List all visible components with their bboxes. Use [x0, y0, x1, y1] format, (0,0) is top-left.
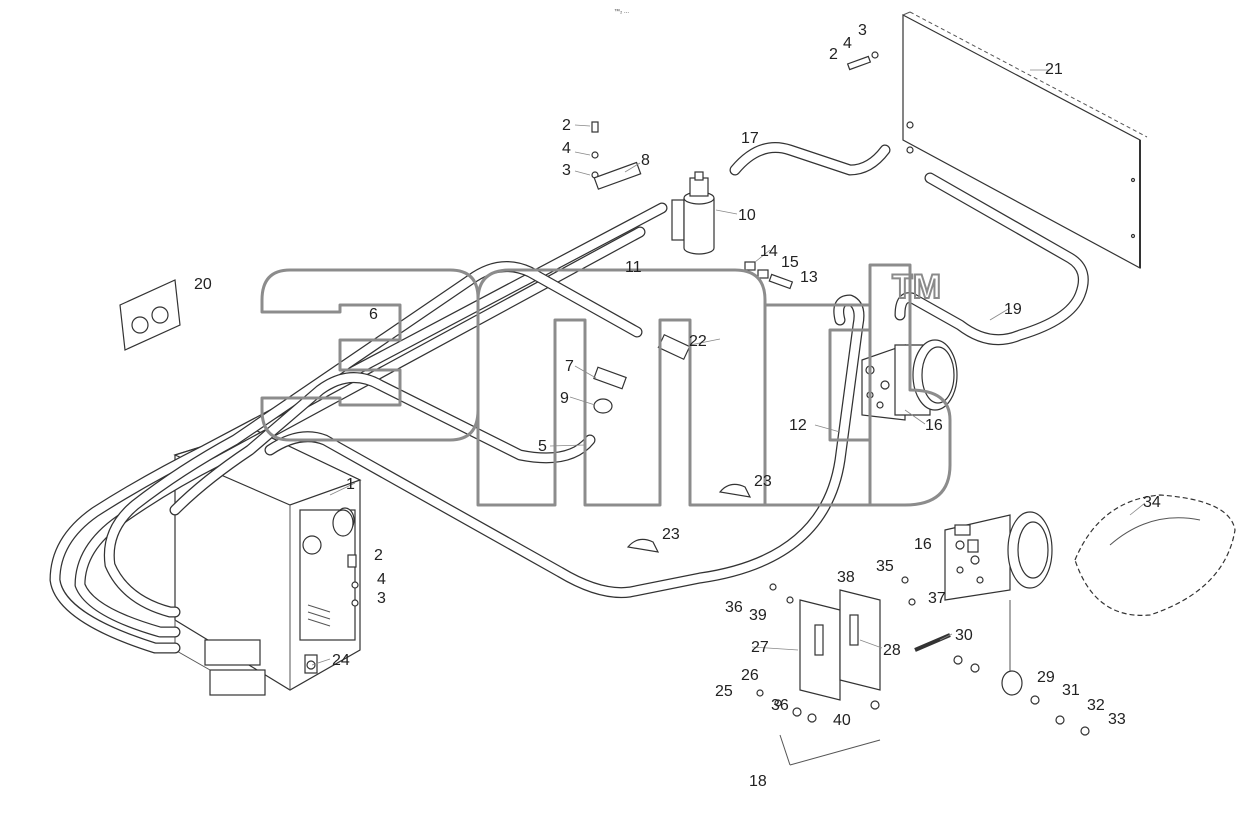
compressor-lower — [944, 511, 1053, 601]
callout-35: 35 — [876, 558, 894, 575]
callout-18: 18 — [749, 773, 767, 790]
callout-20: 20 — [194, 276, 212, 293]
callout-14: 14 — [760, 243, 778, 260]
callout-33: 33 — [1108, 711, 1126, 728]
callout-13: 13 — [800, 269, 818, 286]
callout-31: 31 — [1062, 682, 1080, 699]
callout-2: 2 — [829, 46, 838, 63]
callout-16: 16 — [925, 417, 943, 434]
callout-15: 15 — [781, 254, 799, 271]
callout-17: 17 — [741, 130, 759, 147]
condenser-panel — [902, 11, 1148, 270]
callout-28: 28 — [883, 642, 901, 659]
callout-19: 19 — [1004, 301, 1022, 318]
callout-26: 26 — [741, 667, 759, 684]
callout-24: 24 — [332, 652, 350, 669]
belt-guard — [1074, 494, 1236, 616]
callout-29: 29 — [1037, 669, 1055, 686]
callout-4: 4 — [562, 140, 571, 157]
callout-36: 36 — [725, 599, 743, 616]
callout-32: 32 — [1087, 697, 1105, 714]
callout-7: 7 — [565, 358, 574, 375]
callout-2: 2 — [562, 117, 571, 134]
callout-39: 39 — [749, 607, 767, 624]
callout-23: 23 — [662, 526, 680, 543]
callout-3: 3 — [562, 162, 571, 179]
callout-34: 34 — [1143, 494, 1161, 511]
receiver-drier — [671, 171, 715, 255]
callout-40: 40 — [833, 712, 851, 729]
header-code: ™₂ ... — [614, 8, 629, 15]
watermark-logo: TM — [260, 263, 952, 507]
small-parts — [119, 51, 879, 607]
hose-lines — [49, 142, 1089, 654]
callout-22: 22 — [689, 333, 707, 350]
callout-37: 37 — [928, 590, 946, 607]
callout-23: 23 — [754, 473, 772, 490]
compressor-upper — [861, 339, 958, 421]
watermark-trademark: TM — [892, 268, 941, 306]
callout-3: 3 — [377, 590, 386, 607]
callout-4: 4 — [377, 571, 386, 588]
callout-4: 4 — [843, 35, 852, 52]
callout-11: 11 — [625, 259, 642, 276]
callout-8: 8 — [641, 152, 650, 169]
callout-2: 2 — [374, 547, 383, 564]
callout-16: 16 — [914, 536, 932, 553]
callout-5: 5 — [538, 438, 547, 455]
callout-38: 38 — [837, 569, 855, 586]
callout-27: 27 — [751, 639, 769, 656]
callout-3: 3 — [858, 22, 867, 39]
callout-6: 6 — [369, 306, 378, 323]
callout-1: 1 — [346, 476, 355, 493]
callout-21: 21 — [1045, 61, 1063, 78]
callout-25: 25 — [715, 683, 733, 700]
callout-labels: 1 2 2 2 3 3 3 4 4 4 5 6 7 8 9 10 11 12 1… — [194, 22, 1161, 790]
leader-lines — [311, 69, 1146, 666]
callout-36: 36 — [771, 697, 789, 714]
callout-9: 9 — [560, 390, 569, 407]
callout-12: 12 — [789, 417, 807, 434]
callout-10: 10 — [738, 207, 756, 224]
callout-30: 30 — [955, 627, 973, 644]
